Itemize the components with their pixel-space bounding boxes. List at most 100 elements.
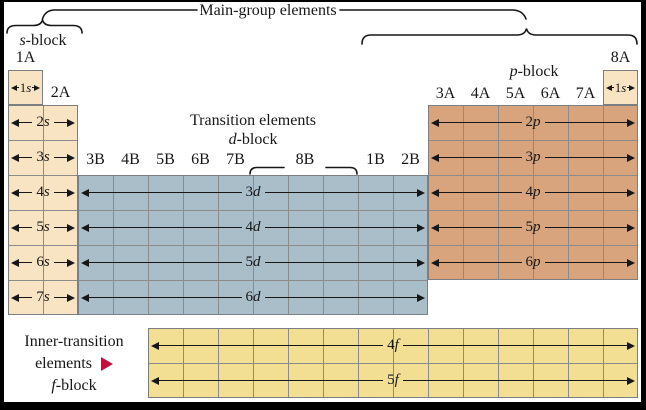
orbital-arrow-3s: 3s <box>11 149 75 165</box>
orbital-arrow-5d: 5d <box>81 255 425 270</box>
orbital-label: 5f <box>387 372 399 388</box>
orbital-arrow-1s: 1s <box>11 80 40 95</box>
d-block-grid <box>78 175 428 315</box>
group-label-8a: 8A <box>610 49 631 66</box>
orbital-arrow-5s: 5s <box>11 219 75 235</box>
arrowhead-right <box>627 118 635 127</box>
arrowhead-right <box>67 118 75 127</box>
orbital-label: 1s <box>19 80 32 95</box>
group-label-2a: 2A <box>50 84 71 101</box>
arrow-line <box>612 86 614 89</box>
arrowhead-right <box>417 223 425 232</box>
arrowhead-left <box>11 293 19 302</box>
arrow-line <box>544 226 627 229</box>
arrow-line <box>264 191 417 194</box>
arrowhead-left <box>11 188 19 197</box>
arrow-line <box>544 191 627 194</box>
arrow-line <box>53 156 67 159</box>
arrow-line <box>89 226 242 229</box>
orbital-label: 3p <box>525 149 541 165</box>
arrowhead-left <box>606 84 612 91</box>
group-label-4b: 4B <box>121 151 140 168</box>
arrow-line <box>544 121 627 124</box>
orbital-label: 3s <box>36 149 50 165</box>
arrowhead-right <box>629 84 635 91</box>
arrowhead-left <box>81 258 89 267</box>
orbital-label: 4d <box>245 219 261 235</box>
s-block-suffix: -block <box>25 32 67 49</box>
arrow-line <box>53 226 67 229</box>
group-label-6b: 6B <box>191 151 210 168</box>
arrow-line <box>439 226 522 229</box>
inner-transition-line1: Inner-transition <box>24 333 124 350</box>
f-block-grid <box>148 328 638 398</box>
orbital-label: 3d <box>245 184 261 200</box>
s-block-label: s-block <box>3 31 83 50</box>
arrowhead-left <box>11 118 19 127</box>
arrowhead-left <box>81 223 89 232</box>
arrowhead-left <box>431 223 439 232</box>
arrowhead-right <box>417 188 425 197</box>
orbital-label: 6p <box>525 254 541 270</box>
arrow-line <box>19 226 33 229</box>
orbital-arrow-3d: 3d <box>81 184 425 200</box>
group-label-1b: 1B <box>366 151 385 168</box>
orbital-label: 5p <box>525 219 541 235</box>
arrow-line <box>19 121 33 124</box>
arrow-line <box>53 191 67 194</box>
d-block-letter: d <box>228 131 237 148</box>
group-label-5a: 5A <box>505 85 526 102</box>
p-block-suffix: -block <box>517 63 559 80</box>
f-block-letter: f <box>51 377 56 394</box>
group-label-6a: 6A <box>540 85 561 102</box>
group-label-3a: 3A <box>435 85 456 102</box>
arrowhead-left <box>81 293 89 302</box>
arrow-line <box>402 379 628 382</box>
group-label-5b: 5B <box>156 151 175 168</box>
orbital-label: 7s <box>36 289 50 305</box>
f-block-label: f-block <box>4 375 144 397</box>
f-block-suffix: -block <box>55 377 97 394</box>
arrow-line <box>264 226 417 229</box>
orbital-label: 2s <box>36 114 50 130</box>
arrow-line <box>19 261 33 264</box>
arrow-line <box>89 261 242 264</box>
arrow-line <box>19 156 33 159</box>
d-block-label: d-block <box>153 130 353 149</box>
orbital-arrow-6s: 6s <box>11 254 75 270</box>
arrow-line <box>89 296 242 299</box>
orbital-label: 5s <box>36 219 50 235</box>
p-block-letter: p <box>509 63 518 80</box>
arrow-line <box>159 379 384 382</box>
arrow-line <box>439 261 522 264</box>
s-block-grid <box>8 105 78 315</box>
orbital-arrow-1s: 1s <box>606 81 635 94</box>
orbital-arrow-5f: 5f <box>151 372 636 388</box>
orbital-label: 2p <box>525 114 541 130</box>
arrowhead-left <box>431 258 439 267</box>
arrowhead-right <box>67 258 75 267</box>
arrowhead-right <box>627 153 635 162</box>
group-label-8b: 8B <box>295 151 315 168</box>
orbital-label: 4s <box>36 184 50 200</box>
arrow-line <box>19 296 33 299</box>
orbital-arrow-2s: 2s <box>11 114 75 130</box>
orbital-label: 6s <box>36 254 50 270</box>
arrow-line <box>439 156 522 159</box>
red-pointer-icon <box>100 357 113 371</box>
d-block-suffix: -block <box>236 131 278 148</box>
main-group-title: Main-group elements <box>199 2 337 19</box>
arrow-line <box>32 86 34 89</box>
orbital-label: 6d <box>245 289 261 305</box>
arrow-line <box>544 261 627 264</box>
inner-transition-caption: Inner-transition elements f-block <box>4 331 144 397</box>
arrow-line <box>402 344 628 347</box>
group-label-7a: 7A <box>575 85 596 102</box>
arrowhead-right <box>34 84 40 91</box>
transition-elements-title: Transition elements <box>189 112 317 129</box>
arrow-line <box>627 86 629 89</box>
orbital-arrow-5p: 5p <box>431 219 635 235</box>
orbital-arrow-4s: 4s <box>11 184 75 200</box>
orbital-label: 4p <box>525 184 541 200</box>
